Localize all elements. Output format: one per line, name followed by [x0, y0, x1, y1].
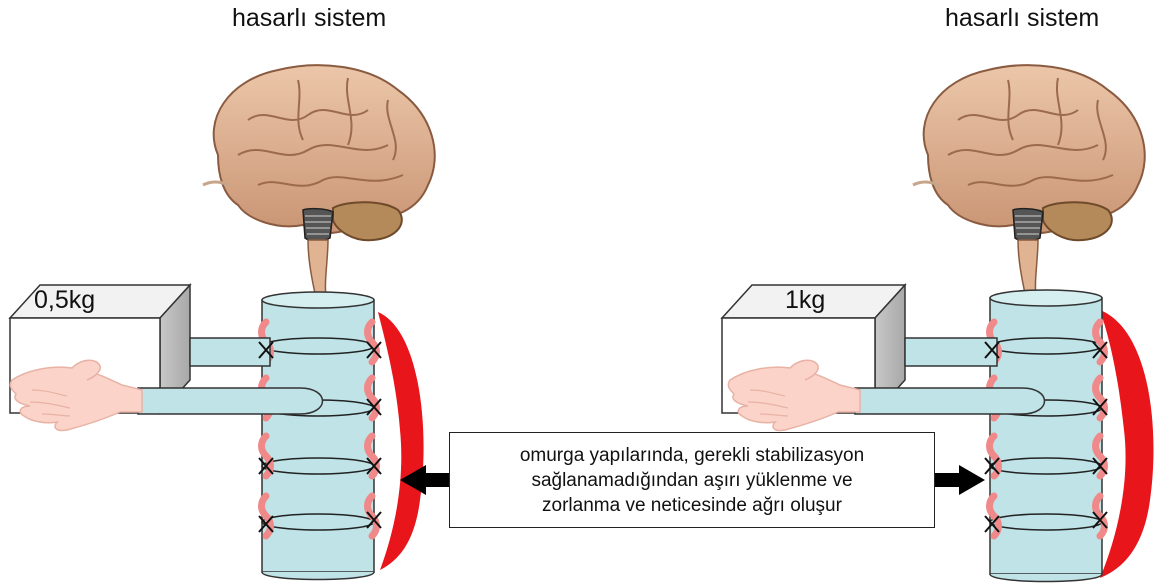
forearm-bar-right — [855, 388, 1045, 414]
caption-line-3: zorlanma ve neticesinde ağrı oluşur — [520, 493, 864, 518]
forearm-bar-left — [138, 388, 323, 414]
spine-column-left — [262, 292, 374, 580]
arrow-right — [935, 465, 985, 495]
spine-column-right — [990, 290, 1102, 582]
weight-label-left: 0,5kg — [34, 286, 95, 315]
title-right: hasarlı sistem — [945, 4, 1099, 33]
upper-arm-bar-left — [190, 338, 270, 366]
muscle-arc-left — [378, 312, 424, 570]
title-left: hasarlı sistem — [232, 4, 386, 33]
muscle-arc-right — [1100, 310, 1153, 578]
left-panel — [10, 65, 435, 579]
caption-line-2: sağlanamadığından aşırı yüklenme ve — [520, 468, 864, 493]
caption-box: omurga yapılarında, gerekli stabilizasyo… — [449, 432, 935, 528]
upper-arm-bar-right — [905, 338, 997, 366]
brain-right — [913, 65, 1145, 298]
weight-label-right: 1kg — [785, 286, 825, 315]
brain-left — [203, 65, 435, 298]
caption-line-1: omurga yapılarında, gerekli stabilizasyo… — [520, 443, 864, 468]
